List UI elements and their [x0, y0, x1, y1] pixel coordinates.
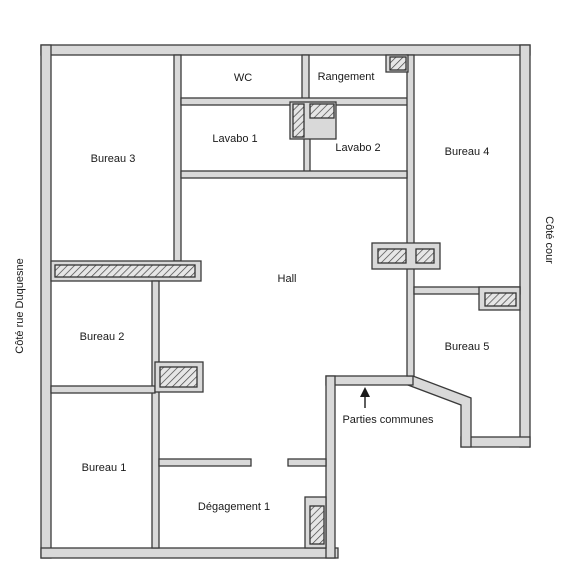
- room-labels: WC Rangement Lavabo 1 Lavabo 2 Bureau 3 …: [80, 71, 490, 513]
- hatched-bureau3-wall: [54, 264, 196, 278]
- label-parties-communes: Parties communes: [342, 414, 434, 426]
- wall-bureau4-left: [406, 54, 415, 377]
- label-lavabo-2: Lavabo 2: [335, 142, 380, 154]
- hatched-hall-pillar-left: [377, 248, 407, 264]
- hatched-lavabo-shaft-top: [309, 103, 335, 119]
- side-labels: Côté rue Duquesne Côté cour: [14, 216, 555, 354]
- label-bureau-5: Bureau 5: [445, 341, 490, 353]
- wall-wc-rangement: [301, 54, 310, 103]
- hatched-lavabo-shaft-side: [292, 103, 305, 138]
- wall-degagement-top-right: [287, 458, 327, 467]
- wall-bureau2-bottom: [50, 385, 156, 394]
- label-bureau-1: Bureau 1: [82, 462, 127, 474]
- wall-parties-communes: [325, 375, 414, 386]
- hatched-rangement-shaft: [389, 56, 407, 71]
- hatched-elements: [54, 56, 517, 545]
- hatched-degagement-block: [309, 505, 325, 545]
- hatched-bureau2-pillar: [159, 366, 198, 388]
- wall-lavabo-bottom: [180, 170, 408, 179]
- label-bureau-3: Bureau 3: [91, 153, 136, 165]
- hatched-bureau5-block: [484, 292, 517, 307]
- label-hall: Hall: [278, 273, 297, 285]
- wall-degagement-right: [325, 375, 336, 559]
- wall-bureau2-right: [151, 280, 160, 549]
- wall-top: [40, 44, 531, 56]
- wall-left: [40, 44, 52, 559]
- label-lavabo-1: Lavabo 1: [212, 133, 257, 145]
- wall-degagement-top-left: [158, 458, 252, 467]
- wall-diagonal: [407, 375, 472, 448]
- label-cote-rue: Côté rue Duquesne: [14, 258, 26, 353]
- parties-communes-annotation: Parties communes: [342, 387, 434, 426]
- wall-bottom: [40, 547, 339, 559]
- label-cote-cour: Côté cour: [543, 216, 555, 264]
- label-degagement-1: Dégagement 1: [198, 501, 270, 513]
- label-bureau-2: Bureau 2: [80, 331, 125, 343]
- wall-right: [519, 44, 531, 448]
- wall-bureau3-right: [173, 54, 182, 262]
- label-bureau-4: Bureau 4: [445, 146, 490, 158]
- walls: [40, 44, 531, 559]
- hatched-hall-pillar-right: [415, 248, 435, 264]
- arrow-up-icon: [360, 387, 370, 397]
- label-rangement: Rangement: [318, 71, 375, 83]
- label-wc: WC: [234, 72, 252, 84]
